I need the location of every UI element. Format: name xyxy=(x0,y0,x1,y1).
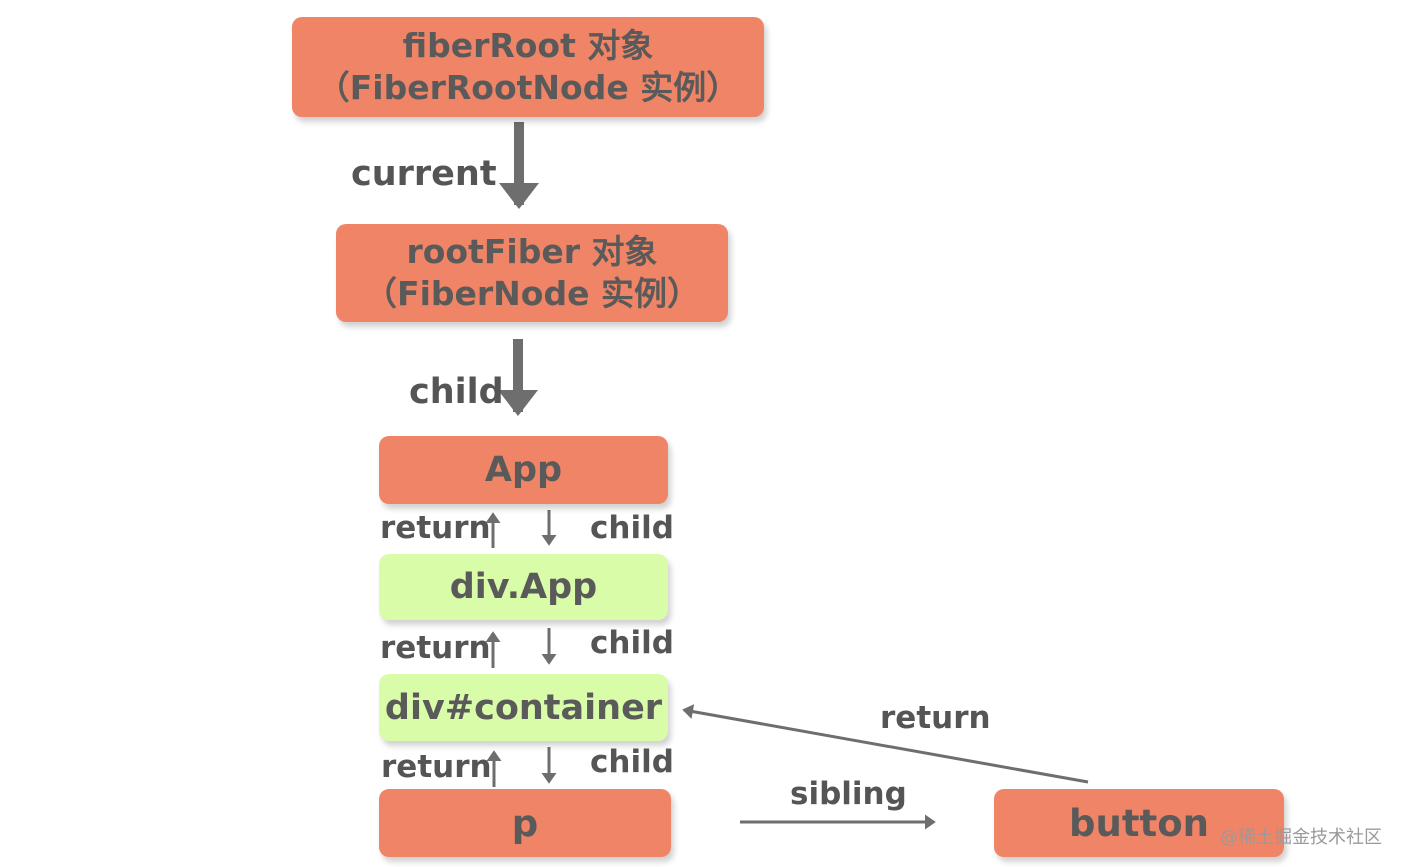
child-edge-label-1: child xyxy=(590,510,674,546)
return-edge-label-button: return xyxy=(880,700,991,736)
child-edge-label-3: child xyxy=(590,744,674,780)
button-node-label: button xyxy=(1069,801,1209,845)
app-node: App xyxy=(379,436,668,504)
button-node: button xyxy=(994,789,1284,857)
return-edge-label-1: return xyxy=(380,510,491,546)
div-container-node: div#container xyxy=(379,674,668,741)
sibling-edge-label: sibling xyxy=(790,776,907,812)
p-node: p xyxy=(379,789,671,857)
fiberroot-node-subtitle: （FiberRootNode 实例） xyxy=(316,68,740,107)
fiberroot-node-title: fiberRoot 对象 xyxy=(402,26,654,65)
div-app-node: div.App xyxy=(379,554,668,620)
return-arrow-button-container xyxy=(682,704,1089,784)
current-edge-label: current xyxy=(351,154,497,194)
return-edge-label-3: return xyxy=(381,749,492,785)
child-edge-label-top: child xyxy=(409,372,504,412)
div-app-node-label: div.App xyxy=(449,567,598,607)
div-container-node-label: div#container xyxy=(384,687,663,728)
rootfiber-node-subtitle: （FiberNode 实例） xyxy=(364,274,700,313)
fiberroot-node: fiberRoot 对象 （FiberRootNode 实例） xyxy=(292,17,764,117)
rootfiber-node: rootFiber 对象 （FiberNode 实例） xyxy=(336,224,728,322)
app-node-label: App xyxy=(484,450,563,490)
rootfiber-node-title: rootFiber 对象 xyxy=(406,232,658,271)
child-edge-label-2: child xyxy=(590,625,674,661)
return-edge-label-2: return xyxy=(380,630,491,666)
watermark: @稀土掘金技术社区 xyxy=(1220,827,1382,848)
p-node-label: p xyxy=(511,801,539,845)
